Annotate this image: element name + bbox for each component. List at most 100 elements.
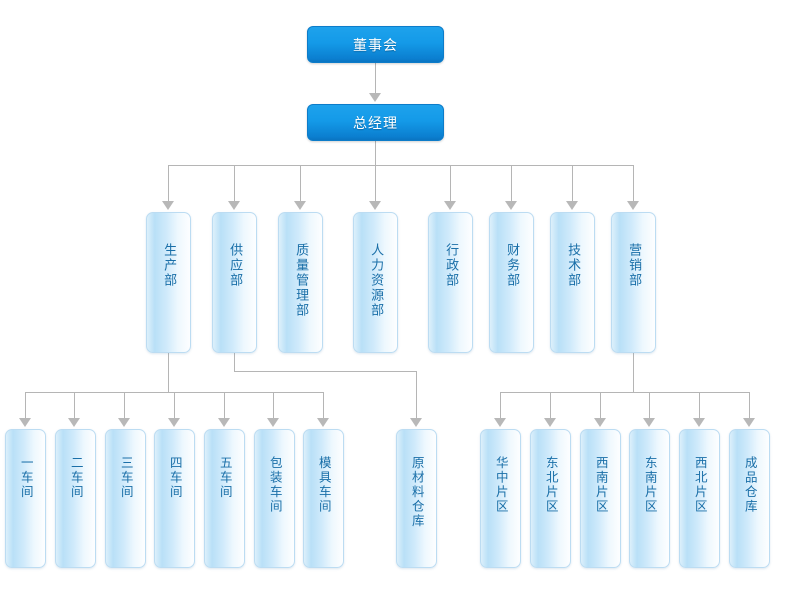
node-department-hr[interactable]: 人力资源部 — [353, 212, 398, 353]
node-department-quality-label: 质量管理部 — [293, 243, 309, 318]
arrow-dept-8 — [627, 201, 639, 210]
supply-elbow — [234, 371, 417, 372]
node-workshop-mold-label: 模具车间 — [316, 456, 332, 514]
marketing-bus — [500, 392, 749, 393]
arrow-dept-5 — [444, 201, 456, 210]
node-department-finance[interactable]: 财务部 — [489, 212, 534, 353]
arrow-dept-1 — [162, 201, 174, 210]
node-finished-goods-warehouse[interactable]: 成品仓库 — [729, 429, 770, 568]
node-department-production-label: 生产部 — [161, 243, 177, 288]
node-region-southeast[interactable]: 东南片区 — [629, 429, 670, 568]
connector-dept-3 — [300, 165, 301, 203]
node-department-administration-label: 行政部 — [443, 243, 459, 288]
node-region-northeast[interactable]: 东北片区 — [530, 429, 571, 568]
node-general-manager-label: 总经理 — [353, 115, 398, 132]
connector-workshop-7 — [323, 392, 324, 420]
node-board[interactable]: 董事会 — [307, 26, 444, 63]
arrow-dept-7 — [566, 201, 578, 210]
arrow-workshop-5 — [218, 418, 230, 427]
node-region-central-china[interactable]: 华中片区 — [480, 429, 521, 568]
connector-dept-7 — [572, 165, 573, 203]
node-workshop-1[interactable]: 一车间 — [5, 429, 46, 568]
arrow-dept-4 — [369, 201, 381, 210]
arrow-workshop-6 — [267, 418, 279, 427]
arrow-workshop-1 — [19, 418, 31, 427]
node-department-marketing-label: 营销部 — [626, 243, 642, 288]
connector-dept-6 — [511, 165, 512, 203]
node-raw-material-warehouse-label: 原材料仓库 — [409, 456, 425, 529]
node-general-manager[interactable]: 总经理 — [307, 104, 444, 141]
node-workshop-packaging-label: 包装车间 — [267, 456, 283, 514]
connector-workshop-6 — [273, 392, 274, 420]
node-region-northwest-label: 西北片区 — [692, 456, 708, 514]
arrow-dept-6 — [505, 201, 517, 210]
connector-region-4 — [649, 392, 650, 420]
node-region-northwest[interactable]: 西北片区 — [679, 429, 720, 568]
arrow-region-6 — [743, 418, 755, 427]
node-raw-material-warehouse[interactable]: 原材料仓库 — [396, 429, 437, 568]
connector-region-3 — [600, 392, 601, 420]
connector-dept-2 — [234, 165, 235, 203]
arrow-raw-warehouse — [410, 418, 422, 427]
node-finished-goods-warehouse-label: 成品仓库 — [742, 456, 758, 514]
node-department-technology[interactable]: 技术部 — [550, 212, 595, 353]
arrow-workshop-7 — [317, 418, 329, 427]
arrow-dept-3 — [294, 201, 306, 210]
arrow-region-2 — [544, 418, 556, 427]
connector-region-5 — [699, 392, 700, 420]
node-workshop-5[interactable]: 五车间 — [204, 429, 245, 568]
arrow-dept-2 — [228, 201, 240, 210]
node-department-production[interactable]: 生产部 — [146, 212, 191, 353]
node-region-southwest[interactable]: 西南片区 — [580, 429, 621, 568]
connector-dept-4 — [375, 165, 376, 203]
connector-region-1 — [500, 392, 501, 420]
node-workshop-5-label: 五车间 — [217, 456, 233, 500]
connector-dept-1 — [168, 165, 169, 203]
node-workshop-packaging[interactable]: 包装车间 — [254, 429, 295, 568]
node-workshop-2[interactable]: 二车间 — [55, 429, 96, 568]
connector-workshop-4 — [174, 392, 175, 420]
connector-dept-5 — [450, 165, 451, 203]
node-region-southwest-label: 西南片区 — [593, 456, 609, 514]
node-region-central-china-label: 华中片区 — [493, 456, 509, 514]
arrow-workshop-3 — [118, 418, 130, 427]
node-region-northeast-label: 东北片区 — [543, 456, 559, 514]
connector-production-down — [168, 352, 169, 393]
arrow-to-gm — [369, 93, 381, 102]
node-workshop-2-label: 二车间 — [68, 456, 84, 500]
connector-workshop-3 — [124, 392, 125, 420]
node-workshop-3-label: 三车间 — [118, 456, 134, 500]
connector-marketing-down — [633, 352, 634, 393]
arrow-region-1 — [494, 418, 506, 427]
arrow-region-4 — [643, 418, 655, 427]
node-workshop-4[interactable]: 四车间 — [154, 429, 195, 568]
connector-workshop-2 — [74, 392, 75, 420]
connector-board-to-gm — [375, 63, 376, 95]
department-bus — [168, 165, 633, 166]
connector-region-6 — [749, 392, 750, 420]
connector-gm-down — [375, 141, 376, 166]
connector-region-2 — [550, 392, 551, 420]
node-workshop-1-label: 一车间 — [18, 456, 34, 500]
arrow-workshop-4 — [168, 418, 180, 427]
node-workshop-mold[interactable]: 模具车间 — [303, 429, 344, 568]
connector-workshop-1 — [25, 392, 26, 420]
node-department-quality[interactable]: 质量管理部 — [278, 212, 323, 353]
node-board-label: 董事会 — [353, 37, 398, 54]
connector-workshop-5 — [224, 392, 225, 420]
node-workshop-4-label: 四车间 — [167, 456, 183, 500]
arrow-workshop-2 — [68, 418, 80, 427]
node-department-administration[interactable]: 行政部 — [428, 212, 473, 353]
node-department-finance-label: 财务部 — [504, 243, 520, 288]
node-department-hr-label: 人力资源部 — [368, 243, 384, 318]
node-workshop-3[interactable]: 三车间 — [105, 429, 146, 568]
node-department-supply[interactable]: 供应部 — [212, 212, 257, 353]
connector-supply-down — [234, 352, 235, 372]
connector-raw-warehouse — [416, 371, 417, 420]
connector-dept-8 — [633, 165, 634, 203]
node-department-supply-label: 供应部 — [227, 243, 243, 288]
node-department-marketing[interactable]: 营销部 — [611, 212, 656, 353]
arrow-region-3 — [594, 418, 606, 427]
node-department-technology-label: 技术部 — [565, 243, 581, 288]
